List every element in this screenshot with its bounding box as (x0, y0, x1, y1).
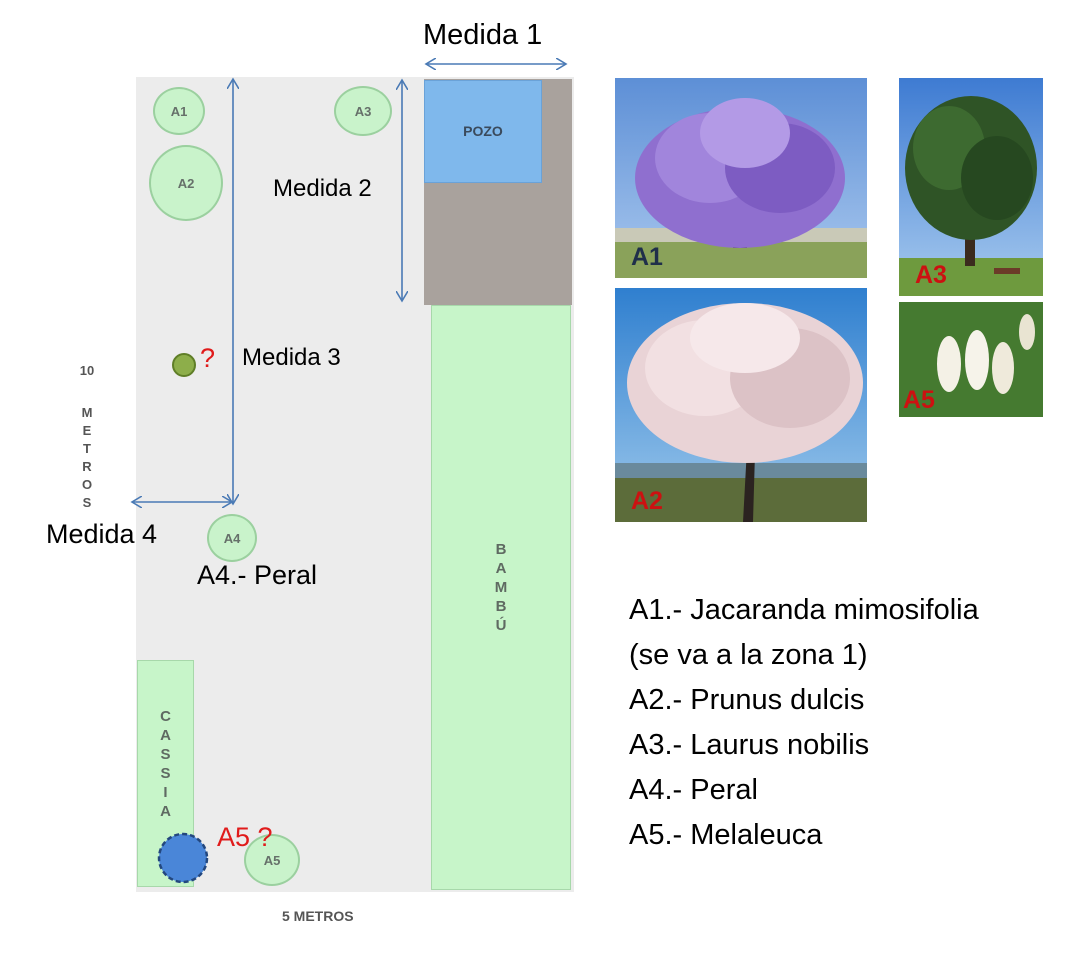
cassia-label: C A S S I A (138, 707, 193, 821)
legend-item-a1-note: (se va a la zona 1) (629, 639, 868, 671)
pozo-well-area: POZO (424, 80, 542, 183)
olive-position-marker (172, 353, 196, 377)
tree-a5: A5 (244, 834, 300, 886)
tree-a5-label: A5 (263, 852, 281, 868)
bambu-label: B A M B Ú (432, 540, 570, 635)
cassia-letter: A (160, 727, 171, 744)
side-dimension-label: 10 M E T R O S (72, 362, 102, 512)
cassia-letter: I (163, 784, 168, 801)
medida1-label: Medida 1 (423, 19, 543, 51)
side-letter: M (81, 405, 93, 420)
bambu-letter: Ú (495, 617, 507, 634)
a5-candidate-marker (157, 832, 209, 884)
legend-item-a1: A1.- Jacaranda mimosifolia (629, 594, 979, 626)
tree-a4: A4 (207, 514, 257, 562)
medida3-label: Medida 3 (242, 344, 341, 371)
laurel-tree-image (899, 78, 1043, 296)
legend-item-a5: A5.- Melaleuca (629, 819, 823, 851)
cassia-letter: A (160, 803, 171, 820)
medida2-label: Medida 2 (273, 175, 372, 202)
tree-a1-label: A1 (170, 103, 188, 119)
side-letter: O (81, 477, 93, 492)
a4-caption: A4.- Peral (197, 560, 318, 590)
photo-a1-jacaranda: A1 (615, 78, 867, 278)
tree-a1: A1 (153, 87, 205, 135)
question-mark: ? (200, 343, 216, 373)
bambu-letter: A (495, 560, 507, 577)
photo-a2-tag: A2 (631, 487, 663, 515)
species-legend: A1.- Jacaranda mimosifolia (se va a la z… (629, 588, 979, 858)
bambu-letter: M (494, 579, 508, 596)
almond-tree-image (615, 288, 867, 522)
side-number: 10 (79, 363, 95, 378)
pozo-label: POZO (463, 123, 503, 139)
legend-item-a4: A4.- Peral (629, 774, 758, 806)
tree-a2-label: A2 (177, 175, 195, 191)
tree-a3-label: A3 (354, 103, 372, 119)
bambu-letter: B (495, 598, 507, 615)
a5-caption: A5 ? (217, 822, 273, 852)
side-letter: S (82, 495, 92, 510)
jacaranda-image (615, 78, 867, 278)
legend-item-a3: A3.- Laurus nobilis (629, 729, 870, 761)
melaleuca-flowers-image (899, 302, 1043, 417)
cassia-letter: S (160, 746, 171, 763)
side-letter: T (83, 441, 91, 456)
side-letter: E (82, 423, 92, 438)
photo-a3-tag: A3 (915, 261, 947, 289)
photo-a1-tag: A1 (631, 243, 663, 271)
medida4-label: Medida 4 (46, 519, 158, 549)
side-letter: R (82, 459, 92, 474)
tree-a3: A3 (334, 86, 392, 136)
bottom-dimension-label: 5 METROS (282, 908, 354, 924)
tree-a4-label: A4 (223, 530, 241, 546)
cassia-letter: S (160, 765, 171, 782)
photo-a2-almond: A2 (615, 288, 867, 522)
photo-a5-tag: A5 (903, 386, 935, 414)
legend-item-a2: A2.- Prunus dulcis (629, 684, 865, 716)
photo-a5-melaleuca: A5 (899, 302, 1043, 417)
bambu-letter: B (495, 541, 507, 558)
tree-a2: A2 (149, 145, 223, 221)
cassia-letter: C (160, 708, 171, 725)
bambu-strip: B A M B Ú (431, 305, 571, 890)
photo-a3-laurel: A3 (899, 78, 1043, 296)
